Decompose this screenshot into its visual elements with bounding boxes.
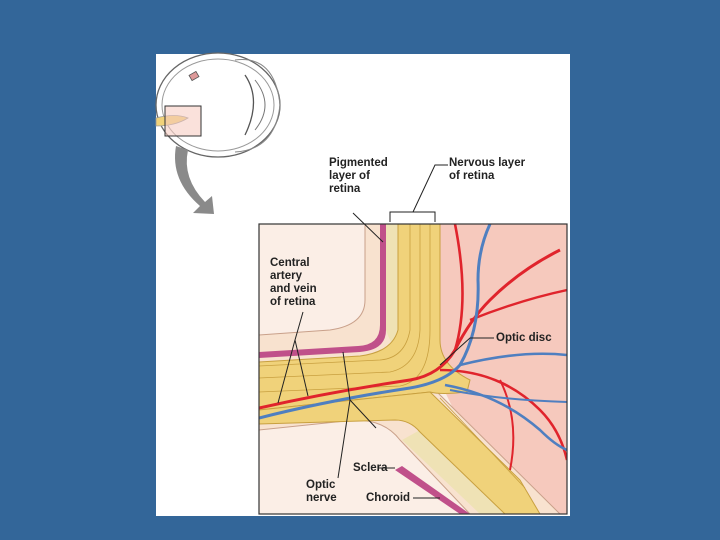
- sclera-label: Sclera: [353, 462, 388, 475]
- optic-disc-label: Optic disc: [496, 332, 552, 345]
- optic-nerve-label: Optic nerve: [306, 479, 337, 505]
- choroid-label: Choroid: [366, 492, 410, 505]
- central-artery-vein-label: Central artery and vein of retina: [270, 257, 317, 309]
- pigmented-layer-label: Pigmented layer of retina: [329, 157, 388, 196]
- eye-thumbnail: [156, 53, 280, 157]
- nervous-layer-label: Nervous layer of retina: [449, 157, 525, 183]
